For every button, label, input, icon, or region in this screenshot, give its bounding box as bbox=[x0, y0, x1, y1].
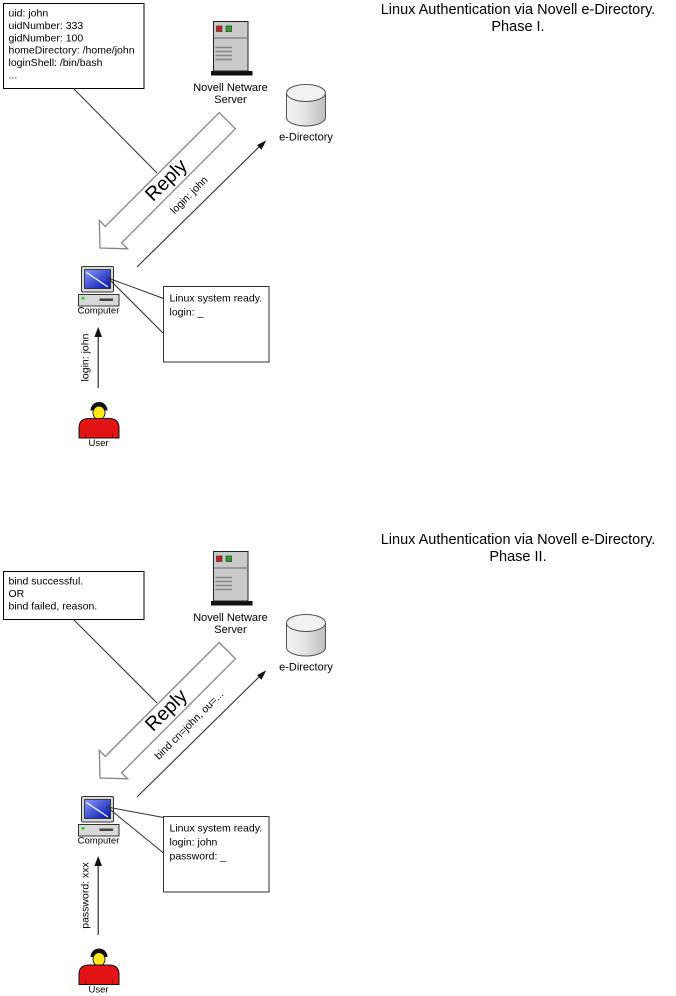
request-arrow bbox=[136, 673, 263, 798]
server-label: Server bbox=[214, 624, 247, 636]
request-arrow bbox=[136, 143, 263, 268]
attributes-box-line: uid: john bbox=[9, 8, 49, 20]
server-base bbox=[211, 71, 253, 76]
terminal-line: Linux system ready. bbox=[170, 823, 263, 835]
attributes-box bbox=[3, 3, 145, 89]
user-input-label: login: john bbox=[79, 333, 91, 381]
user-icon bbox=[78, 948, 120, 985]
edirectory-label: e-Directory bbox=[279, 132, 333, 144]
server-label: Novell Netware bbox=[193, 612, 268, 624]
attributes-box-line: bind failed, reason. bbox=[9, 600, 98, 612]
edirectory-cylinder-body bbox=[286, 93, 326, 127]
diagram-title: Linux Authentication via Novell e-Direct… bbox=[381, 2, 656, 18]
request-arrowhead-icon bbox=[257, 670, 267, 680]
computer-led-icon bbox=[81, 297, 85, 300]
computer-drive-slot bbox=[99, 828, 113, 831]
server-led-green-icon bbox=[225, 555, 232, 562]
screen-glare bbox=[86, 272, 109, 288]
server-label: Server bbox=[214, 94, 247, 106]
edirectory-cylinder-top bbox=[286, 84, 326, 102]
attributes-box bbox=[3, 571, 145, 620]
computer-base bbox=[78, 824, 120, 837]
diagram-title: Linux Authentication via Novell e-Direct… bbox=[381, 532, 656, 548]
computer-icon bbox=[78, 266, 120, 307]
user-torso bbox=[78, 964, 120, 985]
user-torso bbox=[78, 418, 120, 439]
server-icon bbox=[211, 551, 253, 606]
terminal-callout-box bbox=[163, 816, 270, 893]
computer-led-icon bbox=[81, 827, 85, 830]
edirectory-label: e-Directory bbox=[279, 662, 333, 674]
computer-base bbox=[78, 294, 120, 307]
attributes-box-line: homeDirectory: /home/john bbox=[9, 45, 135, 57]
computer-label: Computer bbox=[78, 306, 120, 317]
attributes-leader-line bbox=[73, 619, 158, 704]
terminal-line: login: _ bbox=[170, 307, 204, 319]
edirectory-icon bbox=[286, 84, 326, 127]
user-icon bbox=[78, 402, 120, 439]
computer-icon bbox=[78, 796, 120, 837]
attributes-box-line: bind successful. bbox=[9, 576, 84, 588]
server-icon bbox=[211, 21, 253, 76]
user-face bbox=[92, 952, 106, 967]
server-led-green-icon bbox=[225, 25, 232, 32]
user-face bbox=[92, 405, 106, 421]
edirectory-cylinder-top bbox=[286, 614, 326, 632]
terminal-line: password: _ bbox=[170, 851, 227, 863]
callout-pointer-line bbox=[106, 806, 164, 818]
phase-1-diagram: Linux Authentication via Novell e-Direct… bbox=[3, 2, 656, 449]
callout-pointer-line bbox=[107, 277, 164, 334]
request-arrowhead-icon bbox=[257, 140, 267, 150]
server-led-red-icon bbox=[216, 555, 223, 562]
user-label: User bbox=[88, 438, 108, 449]
terminal-line: login: john bbox=[170, 837, 218, 849]
attributes-box-line: ... bbox=[9, 70, 18, 82]
phase-2-diagram: Linux Authentication via Novell e-Direct… bbox=[3, 532, 656, 996]
server-led-red-icon bbox=[216, 25, 223, 32]
edirectory-icon bbox=[286, 614, 326, 657]
callout-pointer-line bbox=[107, 277, 164, 299]
attributes-box-line: OR bbox=[9, 588, 25, 600]
attributes-box-line: uidNumber: 333 bbox=[9, 20, 84, 32]
phase-label: Phase II. bbox=[489, 549, 546, 565]
user-label: User bbox=[88, 985, 108, 996]
user-input-arrowhead-icon bbox=[94, 856, 102, 866]
phase-label: Phase I. bbox=[491, 19, 544, 35]
terminal-callout-box bbox=[163, 286, 270, 363]
callout-pointer-line bbox=[106, 806, 164, 854]
attributes-box-line: loginShell: /bin/bash bbox=[9, 57, 103, 69]
reply-arrow bbox=[98, 641, 237, 780]
server-base bbox=[211, 601, 253, 606]
computer-drive-slot bbox=[99, 298, 113, 301]
reply-arrow bbox=[98, 111, 237, 250]
screen-glare bbox=[86, 802, 109, 818]
attributes-box-line: gidNumber: 100 bbox=[9, 32, 84, 44]
edirectory-cylinder-body bbox=[286, 623, 326, 657]
computer-label: Computer bbox=[78, 836, 120, 847]
attributes-leader-line bbox=[73, 88, 158, 174]
user-input-arrowhead-icon bbox=[94, 327, 102, 337]
server-label: Novell Netware bbox=[193, 82, 268, 94]
terminal-line: Linux system ready. bbox=[170, 293, 263, 305]
user-input-label: password: xxx bbox=[79, 861, 91, 928]
